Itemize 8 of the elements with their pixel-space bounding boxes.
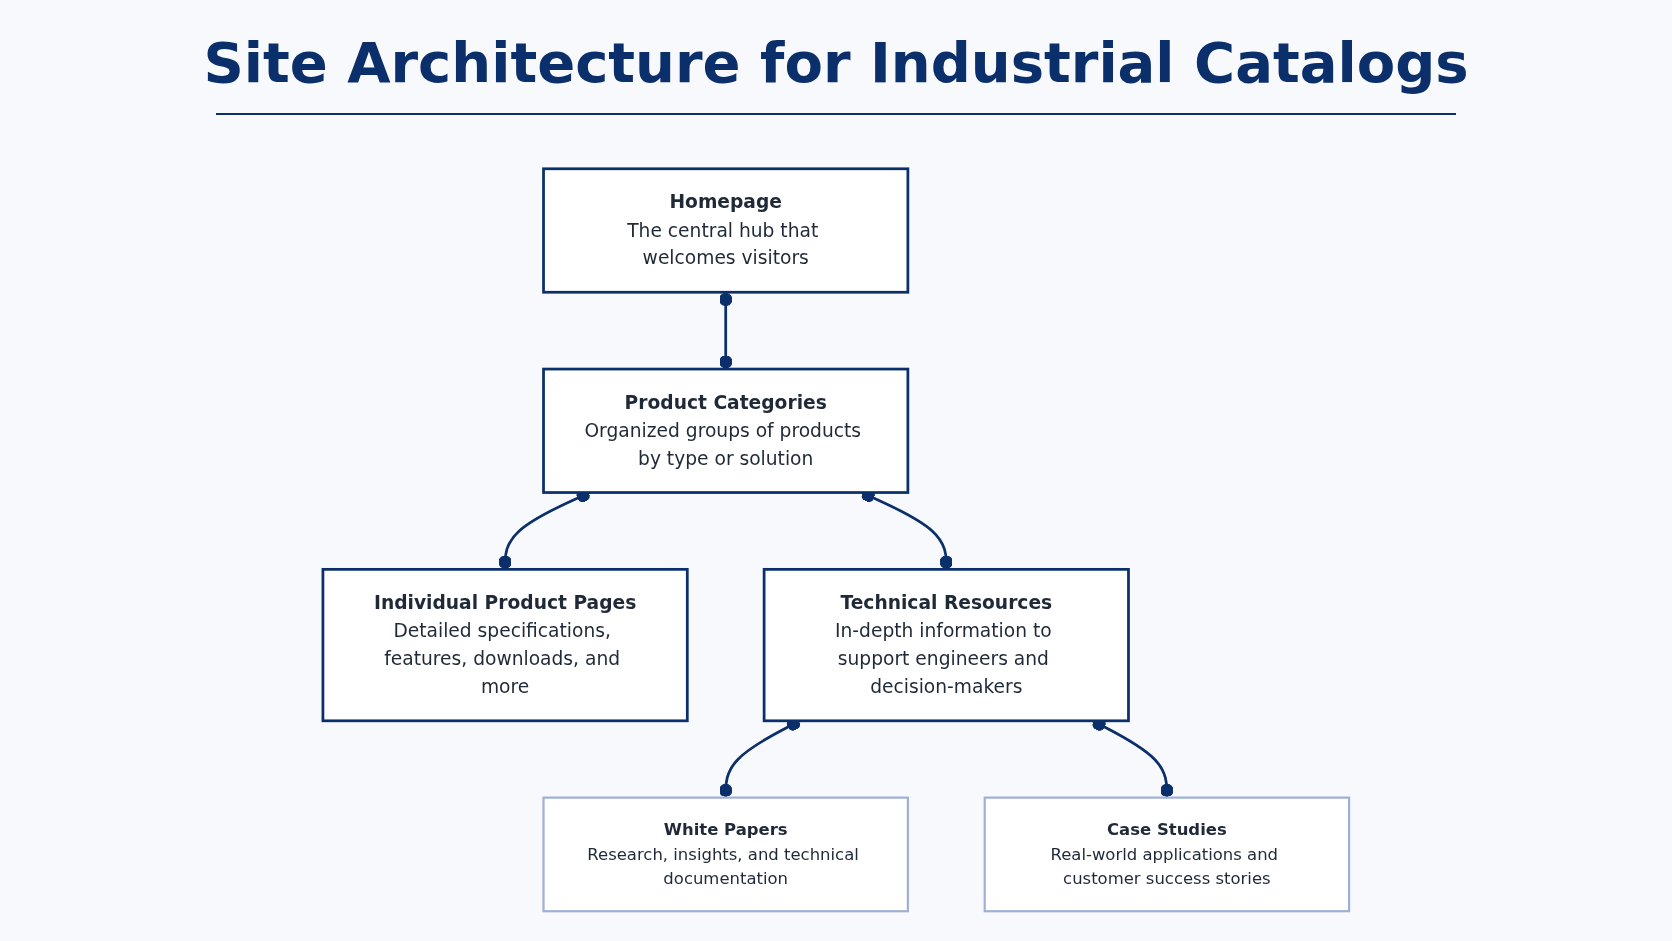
connector	[719, 292, 733, 370]
node-box: White Papers Research, insights, and technical documentation	[542, 796, 909, 913]
node-box: Case Studies Real-world applications and customer success stories	[983, 796, 1351, 913]
node-box: Individual Product Pages Detailed specifications, features, downloads, and more	[321, 568, 689, 723]
node-box: Technical Resources In-depth information to support engineers and decision-makers	[762, 568, 1130, 723]
node-box: Product Categories Organized groups of products by type or solution	[542, 367, 910, 494]
title: Site Architecture for Industrial Catalogs	[202, 29, 1470, 95]
node-box: Homepage The central hub that welcomes visitors	[542, 167, 910, 294]
